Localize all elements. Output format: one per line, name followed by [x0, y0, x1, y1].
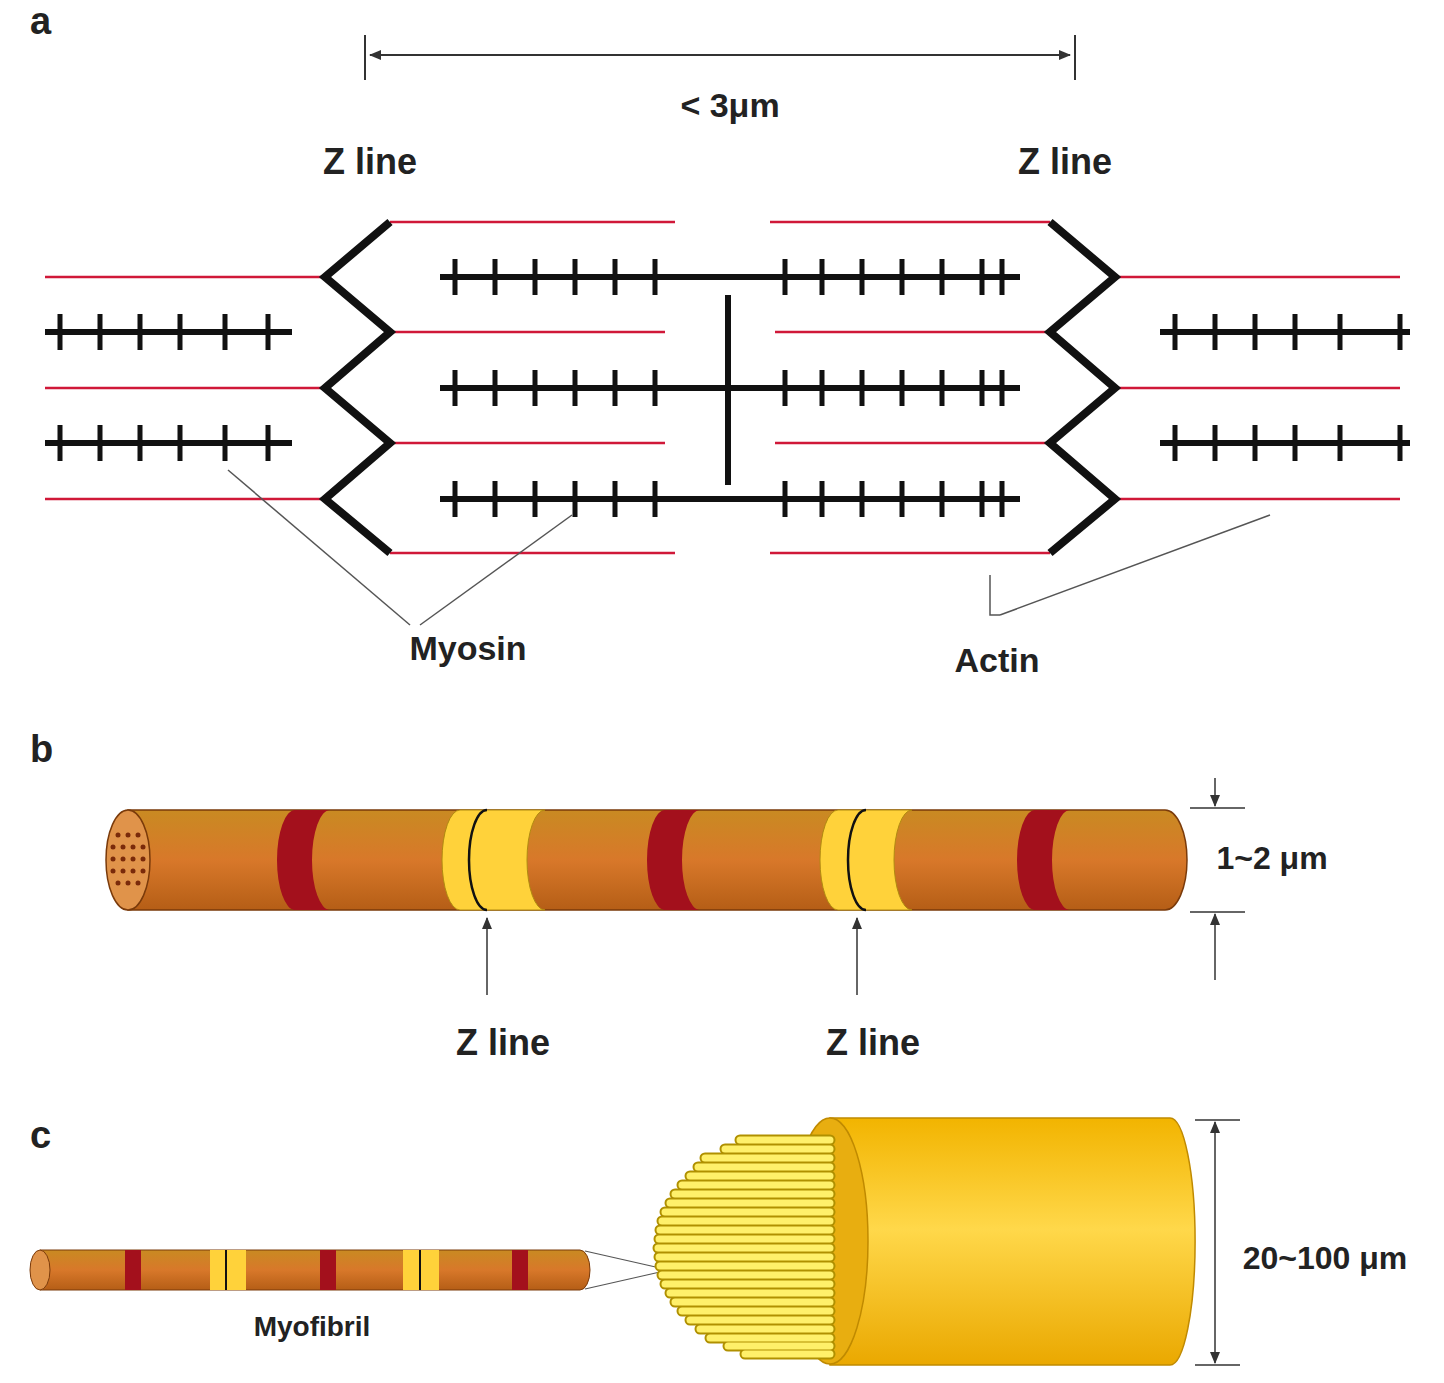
myosin-filaments	[45, 277, 1410, 499]
z-line-label: Z line	[323, 144, 417, 180]
z-line-label: Z line	[1018, 144, 1112, 180]
leader-line	[585, 1251, 660, 1289]
structure-label: Myosin	[409, 631, 526, 665]
dimension-label: < 3μm	[680, 88, 779, 122]
muscle-fiber	[658, 1118, 1195, 1365]
myofibril-cylinder	[30, 1250, 590, 1290]
dimension-label: 1~2 μm	[1216, 840, 1327, 876]
actin-filaments	[45, 222, 1400, 553]
z-line-symbol	[325, 222, 1115, 553]
z-line-label: Z line	[826, 1025, 920, 1061]
dimension-line	[365, 35, 1075, 80]
dimension-line	[1190, 778, 1245, 980]
panel-letter: b	[30, 730, 53, 768]
myosin-heads	[60, 259, 1400, 517]
structure-label: Actin	[955, 643, 1040, 677]
myofibril-cylinder	[106, 810, 1187, 910]
leader-line	[228, 470, 1270, 625]
pointer-arrow	[487, 918, 857, 995]
structure-label: Myofibril	[254, 1313, 371, 1341]
panel-letter: c	[30, 1116, 51, 1154]
dimension-label: 20~100 μm	[1243, 1240, 1408, 1276]
dimension-line	[1195, 1120, 1240, 1365]
z-line-label: Z line	[456, 1025, 550, 1061]
panel-letter: a	[30, 2, 51, 40]
